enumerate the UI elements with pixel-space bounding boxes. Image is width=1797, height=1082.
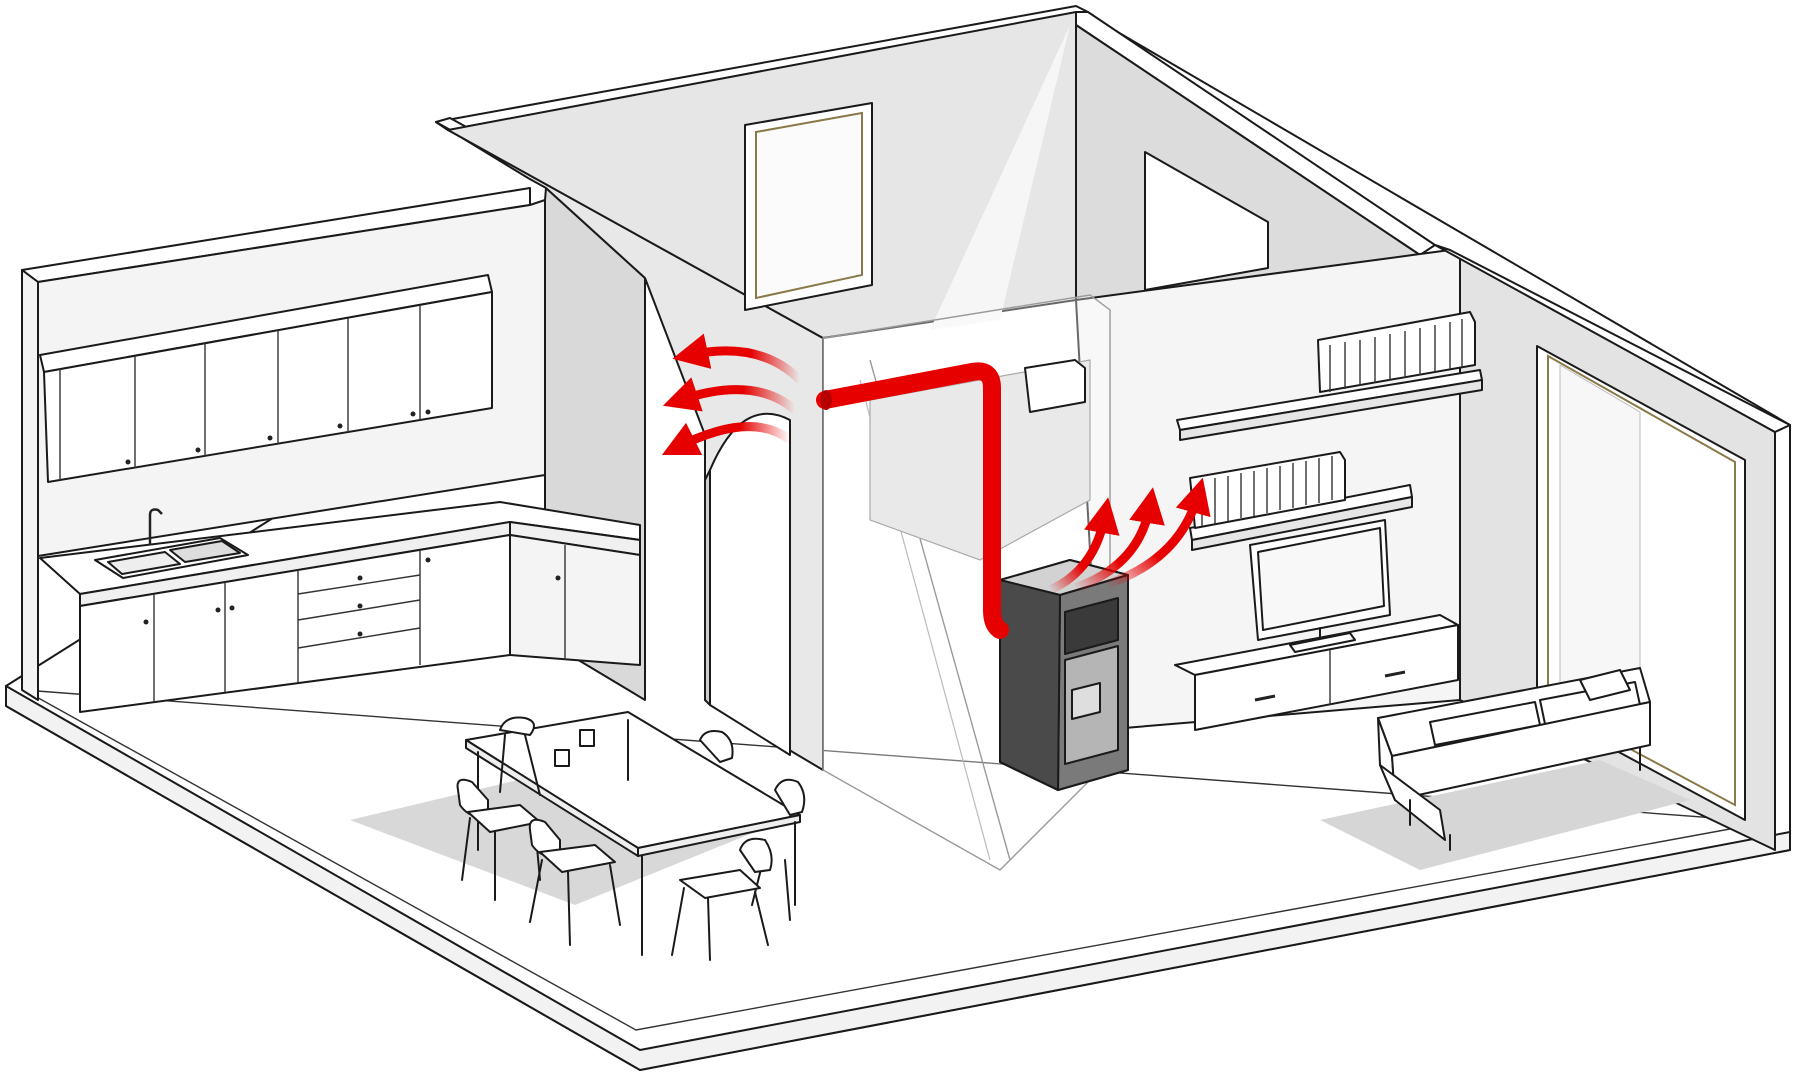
kitchen-counter — [39, 501, 641, 713]
heat-arrow — [672, 333, 804, 384]
tv-unit — [1174, 519, 1459, 731]
cup-icon — [579, 729, 595, 747]
kitchen-sink — [94, 508, 249, 579]
chair — [671, 837, 773, 961]
heat-arrow — [661, 422, 793, 456]
heat-flow-left — [661, 333, 804, 456]
books-upper — [1317, 311, 1476, 393]
chair — [456, 778, 541, 901]
heat-flow-right — [1048, 477, 1211, 595]
heat-duct — [816, 362, 1009, 639]
television — [1249, 519, 1391, 653]
duct-pipe — [816, 362, 1009, 639]
outer-wall-back-left — [21, 5, 1089, 701]
heat-arrow — [1103, 477, 1211, 590]
back-room-walls — [447, 11, 1436, 339]
back-room-door — [1144, 151, 1269, 291]
pellet-stove — [999, 559, 1129, 791]
kitchen-wall-cabinets — [39, 274, 493, 483]
cup-icon — [554, 749, 570, 767]
chair — [699, 730, 734, 763]
chair — [499, 716, 541, 796]
sofa — [1320, 667, 1690, 870]
arch-opening — [709, 412, 791, 756]
back-window — [744, 102, 873, 311]
chair — [528, 818, 621, 946]
stove-panel — [1064, 597, 1119, 655]
heat-arrow — [1048, 497, 1120, 595]
heat-arrow — [1073, 487, 1165, 593]
bookshelves — [1176, 311, 1483, 551]
heat-arrow — [662, 377, 798, 414]
dining-chairs — [456, 716, 806, 961]
